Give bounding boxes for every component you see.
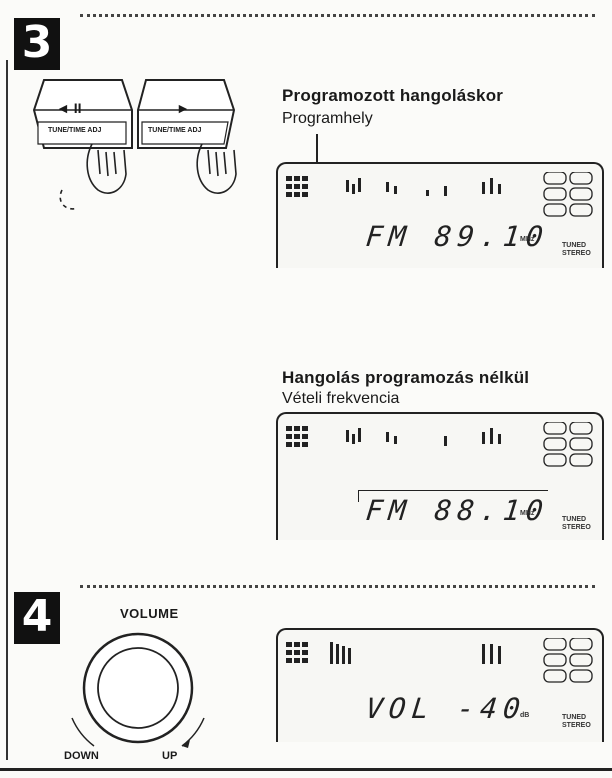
section-divider-top xyxy=(80,14,595,17)
lcd-display-volume: VOL -40 dB TUNED STEREO xyxy=(276,628,604,742)
lcd-segments-icon xyxy=(286,172,593,217)
reception-frequency-label: Vételi frekvencia xyxy=(282,390,400,407)
frequency-bracket-tick xyxy=(358,490,359,502)
programmed-tuning-heading: Programozott hangoláskor xyxy=(282,86,504,105)
volume-label: VOLUME xyxy=(120,606,179,621)
step-4-badge: 4 xyxy=(14,592,60,644)
lcd-display-programmed: FM 89.10 MHz TUNED STEREO xyxy=(276,162,604,268)
section-divider-middle xyxy=(80,585,595,588)
frequency-bracket xyxy=(358,490,548,491)
rewind-pause-icon: ◄ II xyxy=(56,100,82,116)
volume-down-label: DOWN xyxy=(64,750,99,762)
lcd-segments-icon xyxy=(286,638,593,683)
volume-up-label: UP xyxy=(162,750,178,762)
tune-right-caption: TUNE/TIME ADJ xyxy=(148,127,202,134)
volume-down-arrow-icon xyxy=(71,717,95,747)
tuned-stereo-indicator: TUNED STEREO xyxy=(562,242,591,257)
volume-up-arrow-icon xyxy=(181,717,205,747)
mhz-unit: MHz xyxy=(520,236,535,243)
tune-right-button[interactable] xyxy=(137,79,236,149)
volume-readout: VOL -40 xyxy=(364,692,528,725)
left-margin-rule xyxy=(6,60,8,760)
bottom-rule xyxy=(0,768,612,771)
db-unit: dB xyxy=(520,712,530,719)
volume-knob[interactable] xyxy=(60,622,220,752)
mhz-unit: MHz xyxy=(520,510,535,517)
forward-icon: ► xyxy=(176,100,190,116)
tuned-stereo-indicator: TUNED STEREO xyxy=(562,714,591,729)
tune-buttons-illustration xyxy=(32,79,237,210)
step-3-badge: 3 xyxy=(14,18,60,70)
tuned-stereo-indicator: TUNED STEREO xyxy=(562,516,591,531)
unprogrammed-tuning-heading: Hangolás programozás nélkül xyxy=(282,368,530,387)
tune-left-caption: TUNE/TIME ADJ xyxy=(48,127,102,134)
pressing-hand-icon xyxy=(59,143,237,210)
tune-left-button[interactable] xyxy=(32,79,133,149)
lcd-display-unprogrammed: FM 88.10 MHz TUNED STEREO xyxy=(276,412,604,540)
lcd-segments-icon xyxy=(286,422,593,467)
program-position-label: Programhely xyxy=(282,110,373,127)
pointer-line xyxy=(316,134,318,176)
